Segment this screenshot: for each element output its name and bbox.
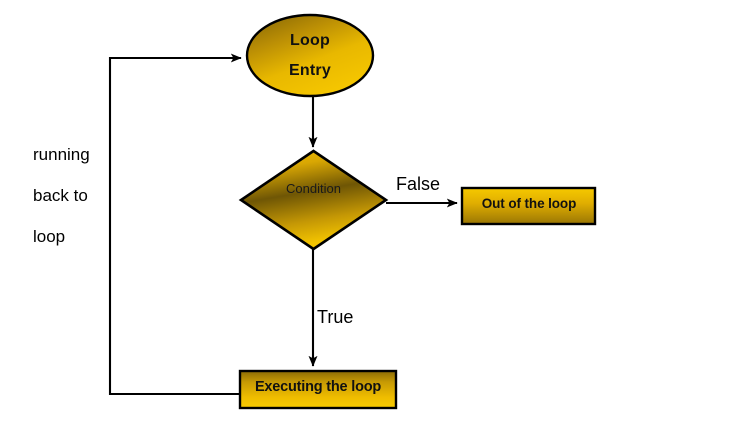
edge-executing-to-loop-entry [108,53,242,396]
node-executing-the-loop [238,369,398,410]
node-loop-entry [245,13,375,98]
node-out-of-the-loop [460,186,597,226]
node-condition [238,149,389,251]
